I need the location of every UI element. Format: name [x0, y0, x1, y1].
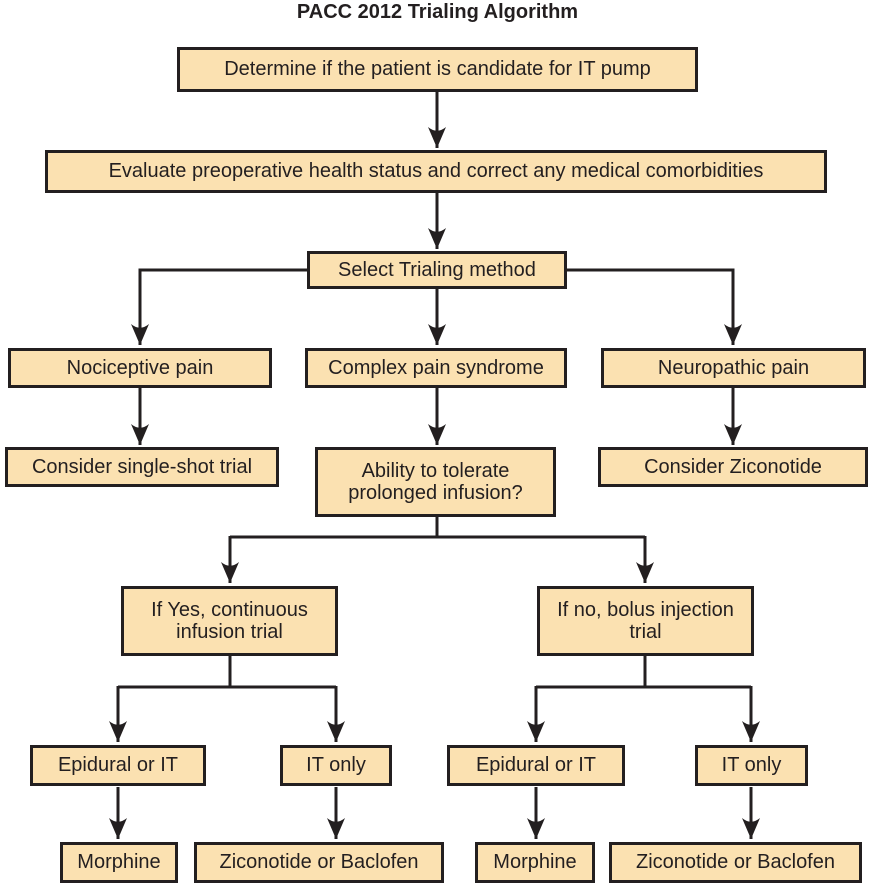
node-consider-ziconotide: Consider Ziconotide: [598, 447, 868, 487]
figure-title: PACC 2012 Trialing Algorithm: [296, 1, 579, 23]
node-consider-single-shot-trial: Consider single-shot trial: [5, 447, 279, 487]
node-it-only-right: IT only: [695, 745, 808, 786]
node-epidural-or-it-right: Epidural or IT: [447, 745, 625, 786]
node-if-yes-continuous-infusion-trial: If Yes, continuous infusion trial: [121, 586, 338, 656]
node-morphine-right: Morphine: [475, 842, 595, 883]
node-if-no-bolus-injection-trial: If no, bolus injection trial: [537, 586, 754, 656]
node-epidural-or-it-left: Epidural or IT: [30, 745, 206, 786]
node-neuropathic-pain: Neuropathic pain: [601, 348, 866, 388]
node-ability-to-tolerate-infusion: Ability to tolerate prolonged infusion?: [315, 447, 556, 517]
node-select-trialing-method: Select Trialing method: [307, 251, 567, 289]
node-morphine-left: Morphine: [60, 842, 178, 883]
node-evaluate-preoperative-health: Evaluate preoperative health status and …: [45, 150, 827, 193]
node-ziconotide-or-baclofen-left: Ziconotide or Baclofen: [194, 842, 444, 883]
node-nociceptive-pain: Nociceptive pain: [8, 348, 272, 388]
node-ziconotide-or-baclofen-right: Ziconotide or Baclofen: [609, 842, 862, 883]
node-determine-it-pump-candidate: Determine if the patient is candidate fo…: [177, 47, 698, 92]
node-complex-pain-syndrome: Complex pain syndrome: [305, 348, 567, 388]
arrow-select-to-neuropathic: [567, 268, 742, 345]
arrow-select-to-nociceptive: [131, 268, 307, 345]
node-it-only-left: IT only: [280, 745, 392, 786]
